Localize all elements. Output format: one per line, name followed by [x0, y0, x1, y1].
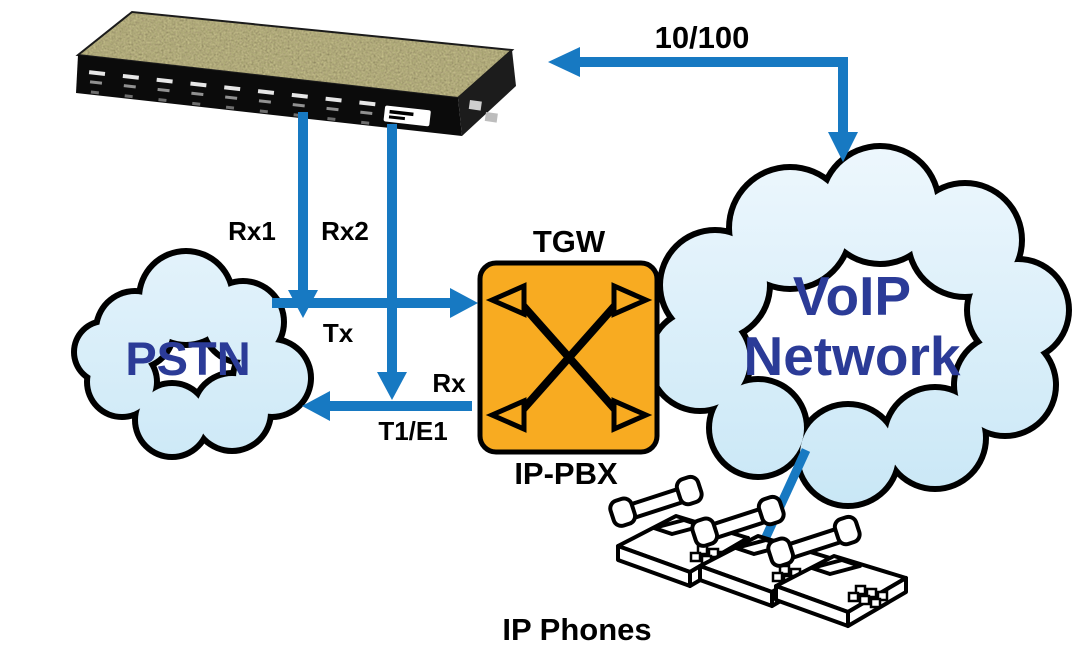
connections — [272, 47, 858, 552]
rx-label: Rx — [432, 368, 466, 398]
tx-label: Tx — [323, 318, 354, 348]
pstn-cloud — [71, 248, 314, 460]
voip-label-line2: Network — [744, 325, 961, 387]
tgw-label: TGW — [533, 224, 606, 259]
appliance-side-port — [484, 112, 498, 123]
appliance-logo — [383, 105, 431, 127]
link-speed-label: 10/100 — [655, 20, 750, 55]
ip-phones-label: IP Phones — [502, 612, 651, 647]
rx1-label: Rx1 — [228, 216, 276, 246]
appliance-side-port — [468, 100, 482, 111]
rx2-label: Rx2 — [321, 216, 369, 246]
voip-to-phones-link — [755, 448, 811, 552]
switch-cross-icon — [485, 282, 653, 433]
labels: 10/100 Rx1 Rx2 Tx Rx T1/E1 TGW IP-PBX PS… — [125, 20, 961, 647]
t1e1-label: T1/E1 — [378, 416, 447, 446]
voip-network-cloud — [646, 143, 1072, 509]
rx-t1e1-arrow — [302, 391, 472, 421]
link-10-100-arrow — [548, 47, 858, 162]
gateway-box — [477, 260, 660, 455]
rx2-arrow — [377, 124, 407, 400]
ip-pbx-label: IP-PBX — [514, 456, 618, 491]
pstn-label: PSTN — [125, 332, 250, 385]
rx1-arrow — [288, 112, 318, 318]
appliance-side-panel — [458, 50, 516, 136]
tx-arrow — [272, 288, 478, 318]
network-appliance-graphic — [75, 10, 516, 136]
voip-label-line1: VoIP — [793, 265, 911, 327]
